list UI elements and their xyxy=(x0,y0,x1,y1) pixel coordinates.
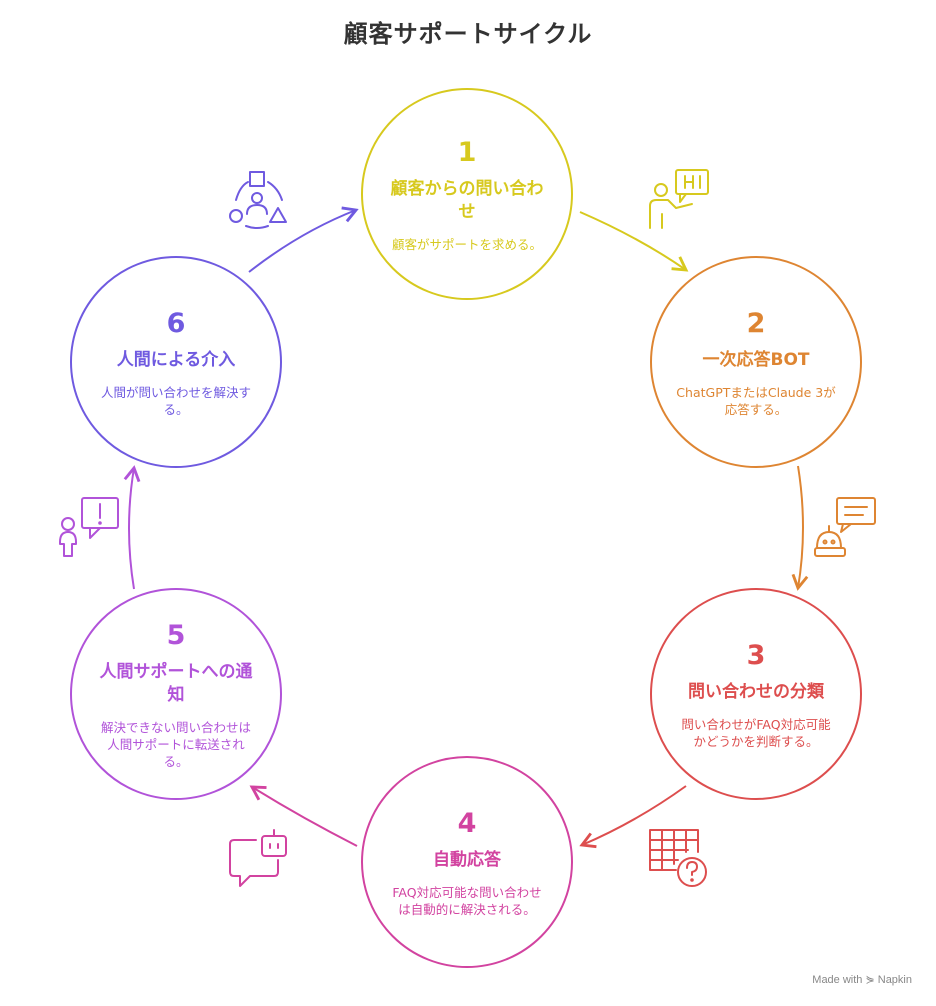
arrow-5-to-6 xyxy=(123,465,141,590)
step-3-heading: 問い合わせの分類 xyxy=(688,681,824,702)
step-1-number: 1 xyxy=(457,136,477,168)
step-3-circle xyxy=(650,588,862,800)
step-4-number: 4 xyxy=(457,807,477,839)
step-1-heading: 顧客からの問い合わせ xyxy=(390,178,544,222)
napkin-footer[interactable]: Made with ⋟ Napkin xyxy=(812,974,912,986)
robot-chat-icon xyxy=(229,829,287,887)
step-5-description: 解決できない問い合わせは人間サポートに転送される。 xyxy=(100,719,251,769)
step-4: 4 自動応答 FAQ対応可能な問い合わせは自動的に解決される。 xyxy=(362,757,572,967)
step-6-heading: 人間による介入 xyxy=(116,349,236,370)
step-3: 3 問い合わせの分類 問い合わせがFAQ対応可能かどうかを判断する。 xyxy=(651,589,861,799)
step-6-description: 人間が問い合わせを解決する。 xyxy=(101,384,252,417)
step-6-circle xyxy=(70,256,282,468)
step-2-heading: 一次応答BOT xyxy=(702,349,810,370)
group-shapes-icon xyxy=(229,171,287,229)
step-2-number: 2 xyxy=(746,307,766,339)
step-4-description: FAQ対応可能な問い合わせは自動的に解決される。 xyxy=(392,884,542,917)
chatbot-message-icon xyxy=(814,497,876,557)
step-5: 5 人間サポートへの通知 解決できない問い合わせは人間サポートに転送される。 xyxy=(71,589,281,799)
step-1-description: 顧客がサポートを求める。 xyxy=(392,236,543,252)
person-alert-icon xyxy=(59,497,119,557)
step-2: 2 一次応答BOT ChatGPTまたはClaude 3が応答する。 xyxy=(651,257,861,467)
step-4-heading: 自動応答 xyxy=(433,849,501,870)
step-1-circle xyxy=(361,88,573,300)
step-6-number: 6 xyxy=(166,307,186,339)
arrow-6-to-1 xyxy=(248,206,359,273)
step-5-circle xyxy=(70,588,282,800)
diagram-title: 顧客サポートサイクル xyxy=(343,20,593,48)
step-4-circle xyxy=(361,756,573,968)
step-5-heading: 人間サポートへの通知 xyxy=(99,661,253,705)
customer-speech-hi-icon xyxy=(649,169,709,229)
step-2-description: ChatGPTまたはClaude 3が応答する。 xyxy=(676,384,836,417)
step-6: 6 人間による介入 人間が問い合わせを解決する。 xyxy=(71,257,281,467)
step-5-number: 5 xyxy=(166,619,186,651)
arrow-2-to-3 xyxy=(791,465,809,591)
step-2-circle xyxy=(650,256,862,468)
table-question-icon xyxy=(649,829,707,887)
arrow-1-to-2 xyxy=(579,211,689,272)
step-3-number: 3 xyxy=(746,639,766,671)
step-3-description: 問い合わせがFAQ対応可能かどうかを判断する。 xyxy=(681,716,831,749)
arrow-3-to-4 xyxy=(579,785,687,849)
step-1: 1 顧客からの問い合わせ 顧客がサポートを求める。 xyxy=(362,89,572,299)
arrow-4-to-5 xyxy=(249,785,358,847)
